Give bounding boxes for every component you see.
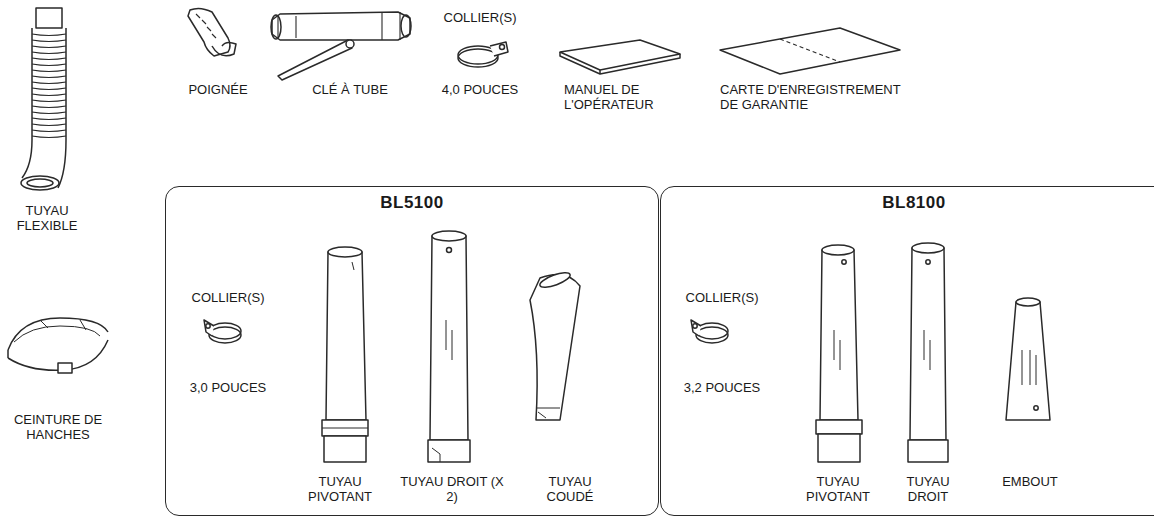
- part-label: COLLIER(S): [672, 290, 772, 305]
- part-label: CARTE D'ENREGISTREMENT DE GARANTIE: [720, 82, 910, 112]
- model-heading: BL5100: [166, 193, 658, 213]
- part-label: MANUEL DE L'OPÉRATEUR: [564, 82, 680, 112]
- straight-pipe: [908, 243, 948, 462]
- operator-manual: [560, 40, 680, 74]
- swivel-pipe: [816, 245, 862, 462]
- part-label: TUYAU DROIT: [888, 474, 968, 504]
- model-group-box: BL8100: [660, 186, 1154, 516]
- size-label: 3,0 POUCES: [178, 380, 278, 395]
- size-label: 3,2 POUCES: [672, 380, 772, 395]
- flexible-hose: [21, 8, 66, 190]
- part-label: CLÉ À TUBE: [295, 82, 405, 97]
- model-heading: BL8100: [661, 193, 1154, 213]
- elbow-pipe: [530, 270, 580, 420]
- socket-wrench: [271, 12, 411, 80]
- hose-clamp: [458, 42, 508, 67]
- part-label: TUYAU FLEXIBLE: [7, 203, 87, 233]
- hose-clamp: [204, 320, 241, 343]
- hip-belt: [8, 318, 108, 373]
- part-label: EMBOUT: [990, 474, 1070, 489]
- part-label: TUYAU COUDÉ: [530, 474, 610, 504]
- part-label: CEINTURE DE HANCHES: [3, 412, 113, 442]
- swivel-pipe: [322, 247, 368, 462]
- model-group-box: BL5100: [165, 186, 659, 516]
- part-label: TUYAU PIVOTANT: [798, 474, 878, 504]
- warranty-card: [720, 28, 900, 74]
- straight-pipe: [428, 231, 470, 462]
- hose-clamp: [691, 320, 728, 343]
- handle: [188, 8, 236, 56]
- size-label: 4,0 POUCES: [430, 82, 530, 97]
- part-label: COLLIER(S): [430, 10, 530, 25]
- part-label: COLLIER(S): [178, 290, 278, 305]
- part-label: POIGNÉE: [178, 82, 258, 97]
- part-label: TUYAU DROIT (X 2): [397, 474, 507, 504]
- part-label: TUYAU PIVOTANT: [300, 474, 380, 504]
- nozzle: [1006, 298, 1050, 420]
